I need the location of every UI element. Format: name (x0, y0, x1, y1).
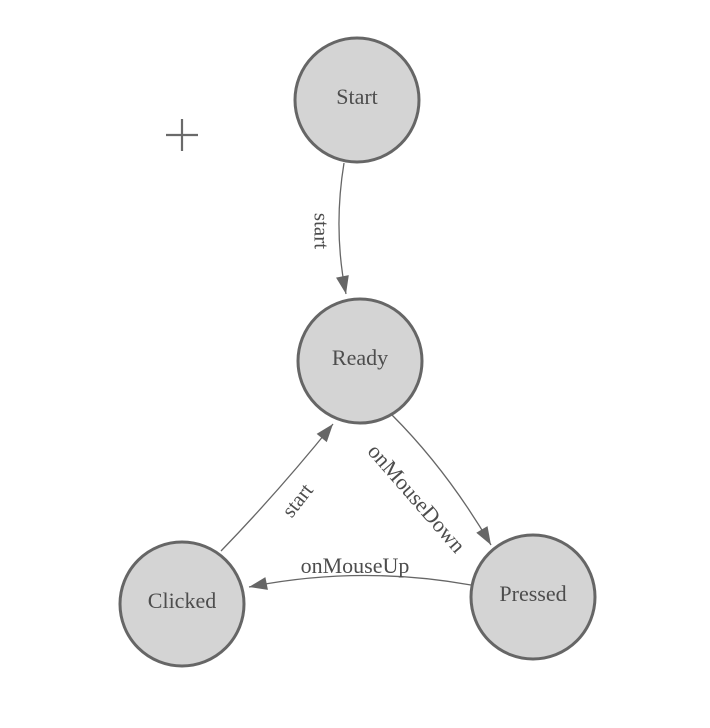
transition-label-onmousedown: onMouseDown (363, 439, 471, 558)
state-circle-ready[interactable] (296, 297, 424, 425)
state-node-ready[interactable]: Ready (296, 297, 424, 425)
transition-label-onmouseup: onMouseUp (301, 553, 410, 578)
state-label-clicked: Clicked (148, 588, 216, 613)
transition-edge-clicked-to-ready[interactable]: start (220, 423, 334, 552)
plus-cursor-icon (166, 119, 198, 151)
state-node-pressed[interactable]: Pressed (469, 533, 597, 661)
transition-path-pressed-to-clicked[interactable] (248, 574, 472, 590)
transition-edge-ready-to-pressed[interactable]: onMouseDown (363, 414, 492, 558)
transition-label-start-2: start (277, 478, 318, 521)
transition-path-ready-to-pressed[interactable] (391, 414, 492, 546)
state-circle-start[interactable] (293, 36, 421, 164)
state-node-start[interactable]: Start (293, 36, 421, 164)
transition-path-start-to-ready[interactable] (336, 162, 349, 295)
state-circle-pressed[interactable] (469, 533, 597, 661)
transition-edge-start-to-ready[interactable]: start (310, 162, 349, 295)
state-label-ready: Ready (332, 345, 388, 370)
transition-label-start: start (310, 213, 334, 249)
transition-path-clicked-to-ready[interactable] (220, 423, 334, 552)
transition-edge-pressed-to-clicked[interactable]: onMouseUp (248, 553, 472, 590)
state-label-pressed: Pressed (499, 581, 566, 606)
state-circle-clicked[interactable] (118, 540, 246, 668)
state-label-start: Start (336, 84, 378, 109)
state-node-clicked[interactable]: Clicked (118, 540, 246, 668)
